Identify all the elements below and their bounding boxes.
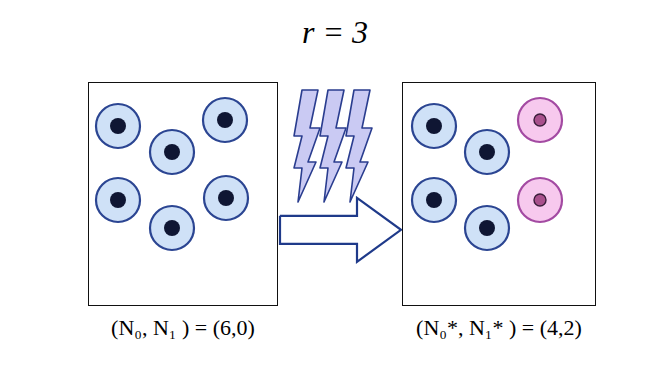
cell-population-box: (N₀, N₁ ) = (6,0) xyxy=(88,82,278,306)
population-count-label: (N₀, N₁ ) = (6,0) xyxy=(111,315,255,341)
diagram-title: r = 3 xyxy=(0,14,670,51)
left-cells xyxy=(96,98,248,250)
population-count-label: (N₀*, N₁* ) = (4,2) xyxy=(416,315,582,341)
right-cells xyxy=(412,98,562,250)
cell-population-box: (N₀*, N₁* ) = (4,2) xyxy=(402,82,596,306)
radiation-bolts xyxy=(294,90,372,202)
transition-arrow xyxy=(280,198,401,262)
